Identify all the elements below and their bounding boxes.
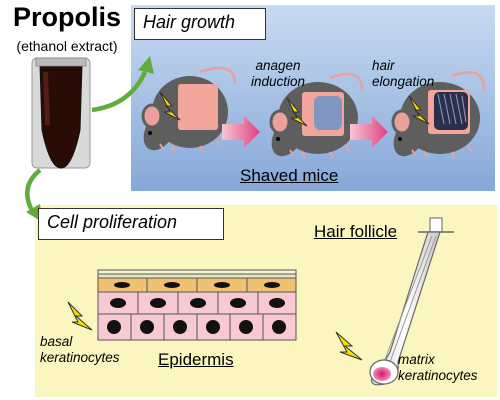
bolt-icon [286, 97, 308, 127]
hair-follicle-illustration [369, 217, 454, 386]
hair-growth-label: Hair growth [134, 8, 266, 40]
bolt-icon [335, 331, 363, 361]
green-arrow-to-hair-growth [91, 56, 154, 113]
matrix-keratinocytes-label: matrix keratinocytes [398, 352, 478, 383]
hair-elongation-label: hair elongation [372, 58, 435, 89]
bolt-icon [408, 95, 430, 125]
hair-follicle-caption: Hair follicle [314, 222, 398, 241]
bolt-icon [67, 301, 93, 331]
mouse-anagen [269, 72, 364, 159]
mouse-hair-elongation [391, 71, 486, 159]
epidermis-caption: Epidermis [158, 350, 234, 369]
anagen-induction-label: anagen induction [250, 58, 306, 89]
basal-keratinocytes-label: basal keratinocytes [40, 334, 120, 365]
shaved-mice-caption: Shaved mice [240, 166, 339, 185]
mouse-shaved [141, 66, 237, 153]
propolis-subtitle: (ethanol extract) [16, 38, 118, 54]
cell-proliferation-label: Cell proliferation [38, 208, 224, 240]
propolis-vial [31, 57, 91, 169]
bolt-icon [159, 91, 181, 121]
propolis-title: Propolis [12, 2, 121, 32]
pink-arrow-icon [350, 116, 388, 148]
pink-arrow-icon [222, 116, 260, 148]
epidermis-illustration [97, 269, 297, 341]
